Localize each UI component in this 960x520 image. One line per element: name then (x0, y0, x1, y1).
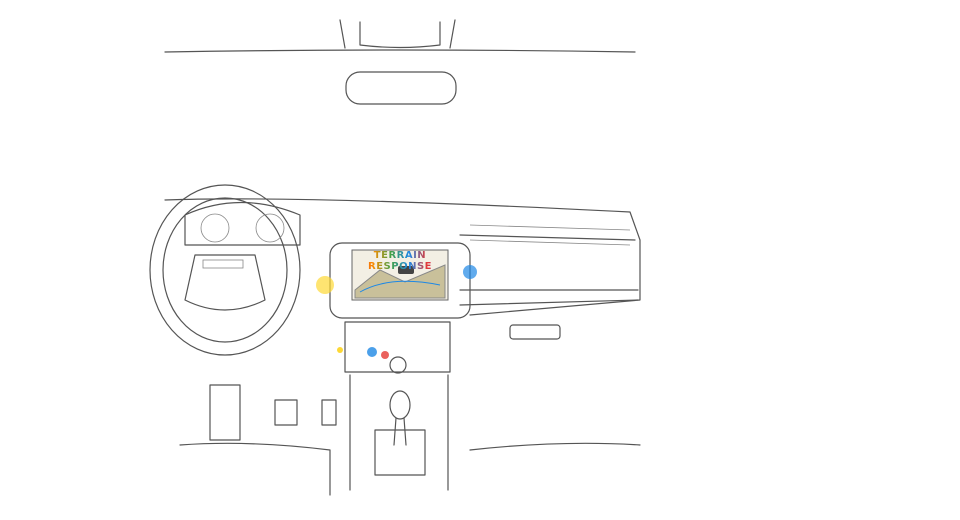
rearview-mirror (345, 71, 457, 105)
gear-shifter (389, 390, 411, 420)
pedals-and-seats (179, 384, 641, 496)
steering-wheel (149, 184, 301, 356)
center-console (329, 242, 471, 491)
windshield-top (164, 19, 636, 53)
instrument-cluster (184, 201, 301, 246)
screen-title: TERRAIN RESPONSE (355, 250, 445, 272)
paint-splashes (316, 265, 477, 359)
gear-surround (374, 429, 426, 476)
vehicle-icon (398, 266, 414, 274)
glovebox-handle (509, 324, 561, 340)
control-knob (389, 356, 407, 374)
